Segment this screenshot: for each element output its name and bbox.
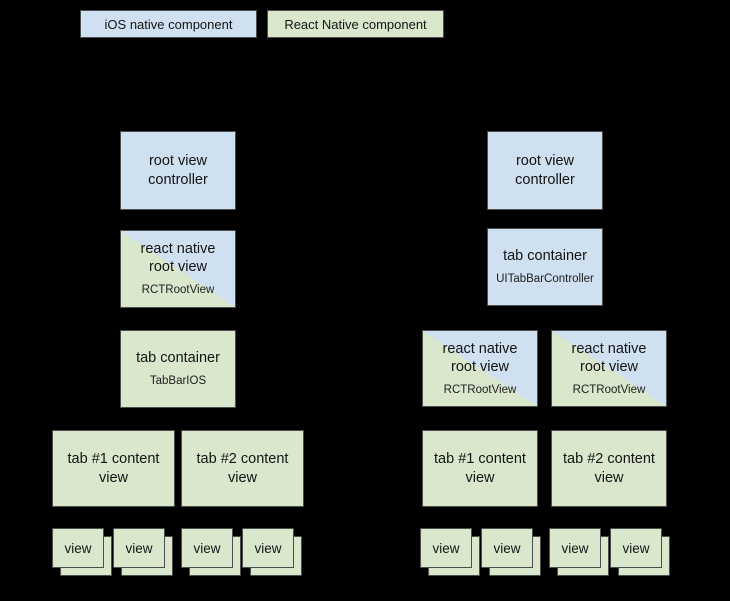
- legend-item-ios-native: iOS native component: [80, 10, 257, 38]
- edge-right-bus-to-rnrootview-1: [480, 319, 482, 331]
- right-tab-container: tab container UITabBarController: [487, 228, 603, 306]
- right-view-stack-4: view: [610, 528, 671, 577]
- edge-left-tabcontainer-stem: [177, 408, 179, 420]
- left-view-stack-1: view: [52, 528, 113, 577]
- left-tab-container-title: tab container: [136, 350, 220, 367]
- left-view-stack-3-label: view: [193, 540, 221, 556]
- edge-right-tab1-to-view2: [515, 518, 517, 528]
- right-react-native-root-view-2-title: react native root view: [571, 340, 647, 375]
- left-view-stack-1-front: view: [52, 528, 104, 568]
- edge-left-rvc-to-rnrootview: [177, 210, 179, 230]
- edge-right-rvc-to-tabcontainer: [544, 210, 546, 230]
- legend-label-react-native: React Native component: [284, 16, 427, 32]
- edge-right-tab2-bus: [573, 518, 645, 520]
- right-root-view-controller: root view controller: [487, 131, 603, 210]
- right-view-stack-2: view: [481, 528, 542, 577]
- right-react-native-root-view-1-title: react native root view: [442, 340, 518, 375]
- edge-right-tab2-to-view4: [643, 518, 645, 528]
- right-view-stack-2-front: view: [481, 528, 533, 568]
- edge-left-bus-to-tab1: [113, 419, 115, 431]
- edge-right-tab1-stem: [480, 507, 482, 519]
- edge-right-rnrootview1-to-tab1: [480, 407, 482, 431]
- left-tab2-content-view-title: tab #2 content view: [196, 451, 289, 486]
- edge-right-bus-to-rnrootview-2: [608, 319, 610, 331]
- left-view-stack-1-label: view: [64, 540, 92, 556]
- edge-left-tab2-to-view4: [276, 518, 278, 528]
- edge-right-tab1-bus: [445, 518, 517, 520]
- edge-left-tab2-to-view3: [206, 518, 208, 528]
- right-view-stack-4-label: view: [622, 540, 650, 556]
- edge-left-tab2-stem: [241, 507, 243, 519]
- left-view-stack-4: view: [242, 528, 303, 577]
- edge-left-tab1-to-view2: [148, 518, 150, 528]
- edge-left-tab1-to-view1: [78, 518, 80, 528]
- left-tab2-content-view: tab #2 content view: [181, 430, 304, 507]
- right-view-stack-2-label: view: [493, 540, 521, 556]
- edge-right-tab2-stem: [608, 507, 610, 519]
- left-tab1-content-view: tab #1 content view: [52, 430, 175, 507]
- left-view-stack-4-front: view: [242, 528, 294, 568]
- left-view-stack-2-label: view: [125, 540, 153, 556]
- right-view-stack-1: view: [420, 528, 481, 577]
- edge-right-tab1-to-view1: [445, 518, 447, 528]
- edge-left-bus-to-tab2: [241, 419, 243, 431]
- right-tab1-content-view: tab #1 content view: [422, 430, 538, 507]
- left-react-native-root-view-subtitle: RCTRootView: [141, 284, 215, 297]
- right-view-stack-3-label: view: [561, 540, 589, 556]
- right-view-stack-4-front: view: [610, 528, 662, 568]
- edge-left-tabcontainer-bus: [113, 419, 243, 421]
- left-root-view-controller-title: root view controller: [148, 153, 208, 188]
- left-view-stack-2: view: [113, 528, 174, 577]
- right-view-stack-3-front: view: [549, 528, 601, 568]
- left-react-native-root-view-title: react native root view: [140, 241, 216, 276]
- edge-right-tabcontainer-bus: [480, 319, 610, 321]
- edge-right-tab2-to-view3: [573, 518, 575, 528]
- left-view-stack-3-front: view: [181, 528, 233, 568]
- right-view-stack-1-front: view: [420, 528, 472, 568]
- legend-label-ios-native: iOS native component: [104, 16, 233, 32]
- right-tab2-content-view: tab #2 content view: [551, 430, 667, 507]
- edge-left-rnrootview-to-tabcontainer: [177, 308, 179, 330]
- left-tab-container: tab container TabBarIOS: [120, 330, 236, 408]
- right-react-native-root-view-2: react native root view RCTRootView: [551, 330, 667, 407]
- right-view-stack-3: view: [549, 528, 610, 577]
- right-react-native-root-view-1: react native root view RCTRootView: [422, 330, 538, 407]
- right-root-view-controller-title: root view controller: [515, 153, 575, 188]
- legend-item-react-native: React Native component: [267, 10, 444, 38]
- edge-left-tab1-bus: [78, 518, 150, 520]
- left-react-native-root-view: react native root view RCTRootView: [120, 230, 236, 308]
- left-tab-container-subtitle: TabBarIOS: [149, 375, 207, 388]
- edge-right-tabcontainer-stem: [544, 306, 546, 320]
- left-root-view-controller: root view controller: [120, 131, 236, 210]
- edge-right-rnrootview2-to-tab2: [608, 407, 610, 431]
- right-tab-container-title: tab container: [503, 248, 587, 265]
- right-tab1-content-view-title: tab #1 content view: [434, 451, 526, 486]
- right-tab-container-subtitle: UITabBarController: [496, 273, 594, 286]
- edge-left-tab1-stem: [113, 507, 115, 519]
- right-view-stack-1-label: view: [432, 540, 460, 556]
- left-view-stack-4-label: view: [254, 540, 282, 556]
- edge-left-tab2-bus: [206, 518, 278, 520]
- left-tab1-content-view-title: tab #1 content view: [67, 451, 160, 486]
- right-react-native-root-view-1-subtitle: RCTRootView: [443, 383, 517, 396]
- right-tab2-content-view-title: tab #2 content view: [563, 451, 655, 486]
- left-view-stack-3: view: [181, 528, 242, 577]
- left-view-stack-2-front: view: [113, 528, 165, 568]
- right-react-native-root-view-2-subtitle: RCTRootView: [572, 383, 646, 396]
